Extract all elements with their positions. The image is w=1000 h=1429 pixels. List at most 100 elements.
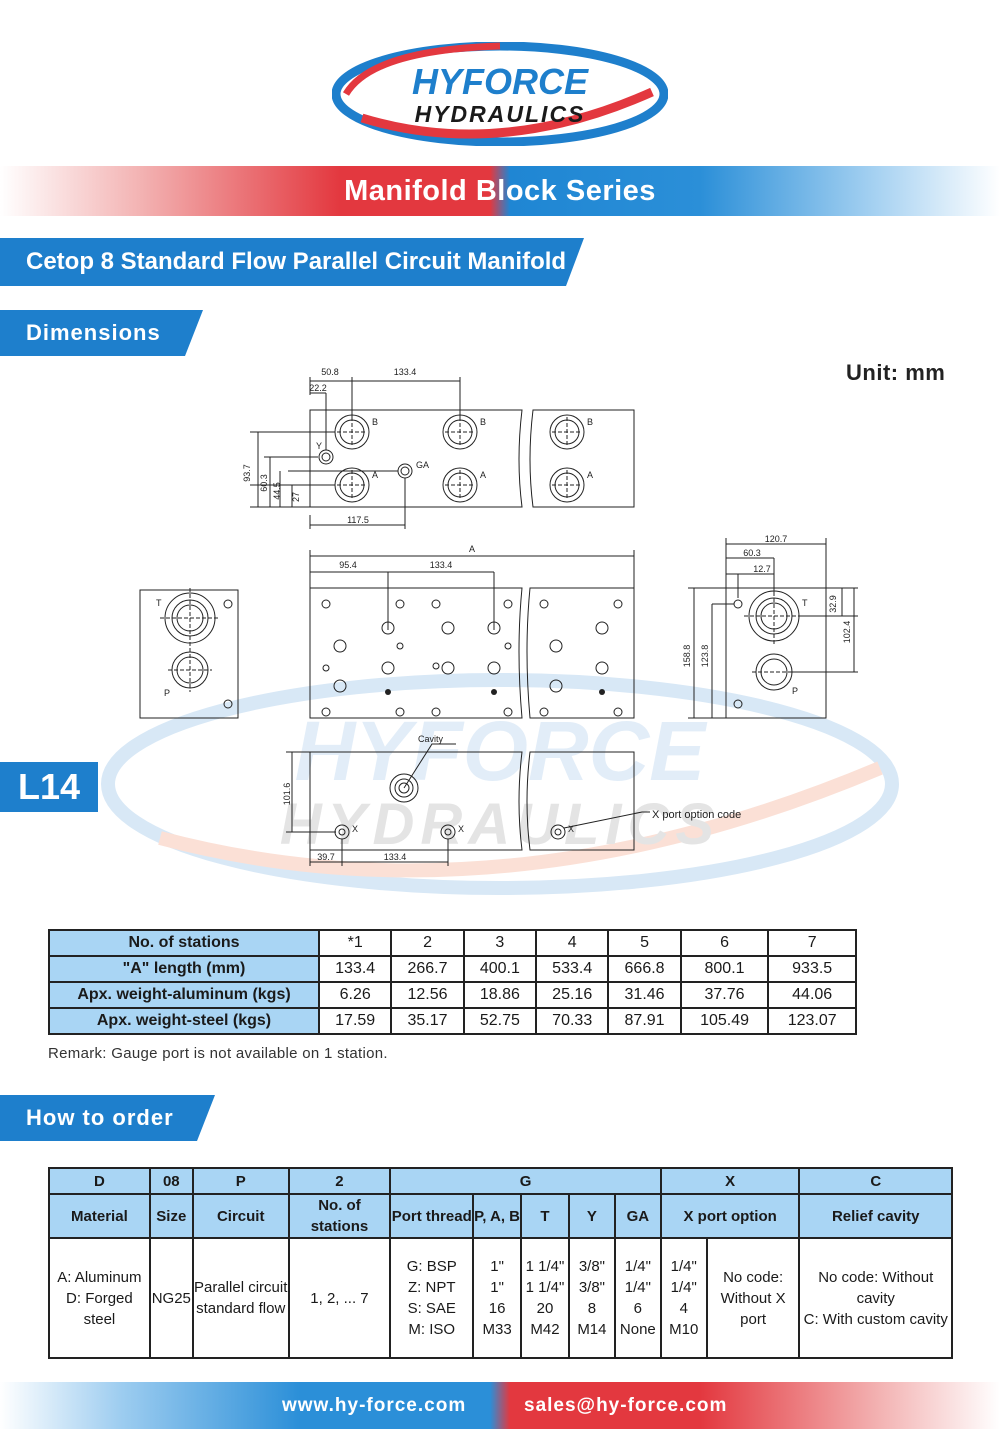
header-stations: No. of stations [287, 1193, 392, 1239]
cell-x-option: No code:Without X port [705, 1237, 801, 1359]
dim-table-cell: 25.16 [535, 981, 610, 1009]
dim-table-cell: *1 [317, 929, 393, 957]
order-heading: How to order [26, 1105, 174, 1130]
dim-50-8: 50.8 [321, 367, 339, 377]
code-port-thread: G [389, 1167, 662, 1195]
port-ga: GA [416, 460, 429, 470]
dim-93-7: 93.7 [242, 464, 252, 482]
order-table: D 08 P 2 G X C Material Size Circuit No.… [48, 1167, 953, 1359]
dim-32-9: 32.9 [828, 595, 838, 613]
series-title: Manifold Block Series [344, 175, 656, 207]
bottom-view-drawing: 101.6 39.7 133.4 Cavity X X X X port opt… [280, 732, 770, 872]
dim-table-cell: 800.1 [679, 955, 770, 983]
dim-table-cell: 7 [767, 929, 857, 957]
order-header-row: Material Size Circuit No. of stations Po… [48, 1193, 953, 1239]
dim-table-cell: 2 [390, 929, 465, 957]
dim-table-cell: 666.8 [607, 955, 682, 983]
watermark-line2: HYDRAULICS [280, 792, 720, 857]
dim-table-cell: 17.59 [317, 1007, 393, 1035]
port-b-3: B [587, 417, 593, 427]
left-end-view-drawing: T P [138, 588, 240, 720]
header-t: T [520, 1193, 570, 1239]
dim-27: 27 [291, 492, 301, 502]
dim-table-cell: 44.06 [767, 981, 857, 1009]
header-x-option: X port option [659, 1193, 801, 1239]
right-end-view-drawing: 120.7 60.3 12.7 32.9 102.4 158.8 123.8 T… [682, 532, 862, 722]
right-port-p: P [792, 686, 798, 696]
dim-102-4: 102.4 [842, 621, 852, 644]
dim-table-cell: 6 [679, 929, 770, 957]
dim-table-cell: 87.91 [607, 1007, 682, 1035]
dim-120-7: 120.7 [765, 534, 788, 544]
dim-table-cell: 6.26 [317, 981, 393, 1009]
port-a-2: A [480, 470, 486, 480]
dim-table-cell: 37.76 [679, 981, 770, 1009]
dim-95-4: 95.4 [339, 560, 357, 570]
header-material: Material [48, 1193, 151, 1239]
header-port-thread: Port thread [389, 1193, 475, 1239]
header-pab: P, A, B [472, 1193, 523, 1239]
x-port-3: X [568, 824, 574, 834]
dim-table-cell: 266.7 [390, 955, 465, 983]
dim-table-cell: 31.46 [607, 981, 682, 1009]
dim-table-cell: 18.86 [462, 981, 538, 1009]
dim-133-4: 133.4 [394, 367, 417, 377]
footer-email-link[interactable]: sales@hy-force.com [524, 1395, 728, 1416]
dim-158-8: 158.8 [682, 645, 692, 668]
dim-table-cell: 533.4 [535, 955, 610, 983]
port-b-1: B [372, 417, 378, 427]
code-material: D [48, 1167, 151, 1195]
dim-table-cell: 933.5 [767, 955, 857, 983]
left-port-p: P [164, 688, 170, 698]
code-stations: 2 [287, 1167, 392, 1195]
dim-table-cell: 105.49 [679, 1007, 770, 1035]
dim-117-5: 117.5 [347, 515, 369, 525]
dim-table-cell: 52.75 [462, 1007, 538, 1035]
dim-table-row-label: "A" length (mm) [48, 955, 320, 983]
right-port-t: T [802, 598, 808, 608]
dim-table-row-label: No. of stations [48, 929, 320, 957]
cell-size: NG25 [148, 1237, 194, 1359]
header-circuit: Circuit [191, 1193, 290, 1239]
cell-stations: 1, 2, ... 7 [287, 1237, 392, 1359]
dim-60-3: 60.3 [259, 474, 269, 492]
dim-133-4-front: 133.4 [430, 560, 453, 570]
dim-101-6: 101.6 [282, 783, 292, 806]
dim-12-7: 12.7 [753, 564, 771, 574]
dim-table-cell: 35.17 [390, 1007, 465, 1035]
x-port-2: X [458, 824, 464, 834]
port-y: Y [316, 441, 322, 451]
dim-table-cell: 5 [607, 929, 682, 957]
dim-a-length: A [469, 544, 475, 554]
unit-label: Unit: mm [846, 360, 946, 385]
code-relief: C [798, 1167, 953, 1195]
watermark-line1: HYFORCE [295, 704, 709, 798]
product-title: Cetop 8 Standard Flow Parallel Circuit M… [26, 248, 567, 275]
dim-table-row-label: Apx. weight-steel (kgs) [48, 1007, 320, 1035]
model-code-tag: L14 [0, 762, 98, 812]
dim-table-cell: 12.56 [390, 981, 465, 1009]
brand-line2: HYDRAULICS [415, 101, 586, 127]
x-port-option-note: X port option code [652, 809, 741, 821]
remark-text: Remark: Gauge port is not available on 1… [48, 1045, 388, 1062]
order-code-row: D 08 P 2 G X C [48, 1167, 953, 1195]
footer-website-link[interactable]: www.hy-force.com [282, 1395, 467, 1416]
dim-133-4-bottom: 133.4 [384, 852, 407, 862]
front-view-drawing: A 95.4 133.4 [300, 540, 640, 722]
port-a-1: A [372, 470, 378, 480]
dimensions-banner: Dimensions [0, 310, 203, 356]
